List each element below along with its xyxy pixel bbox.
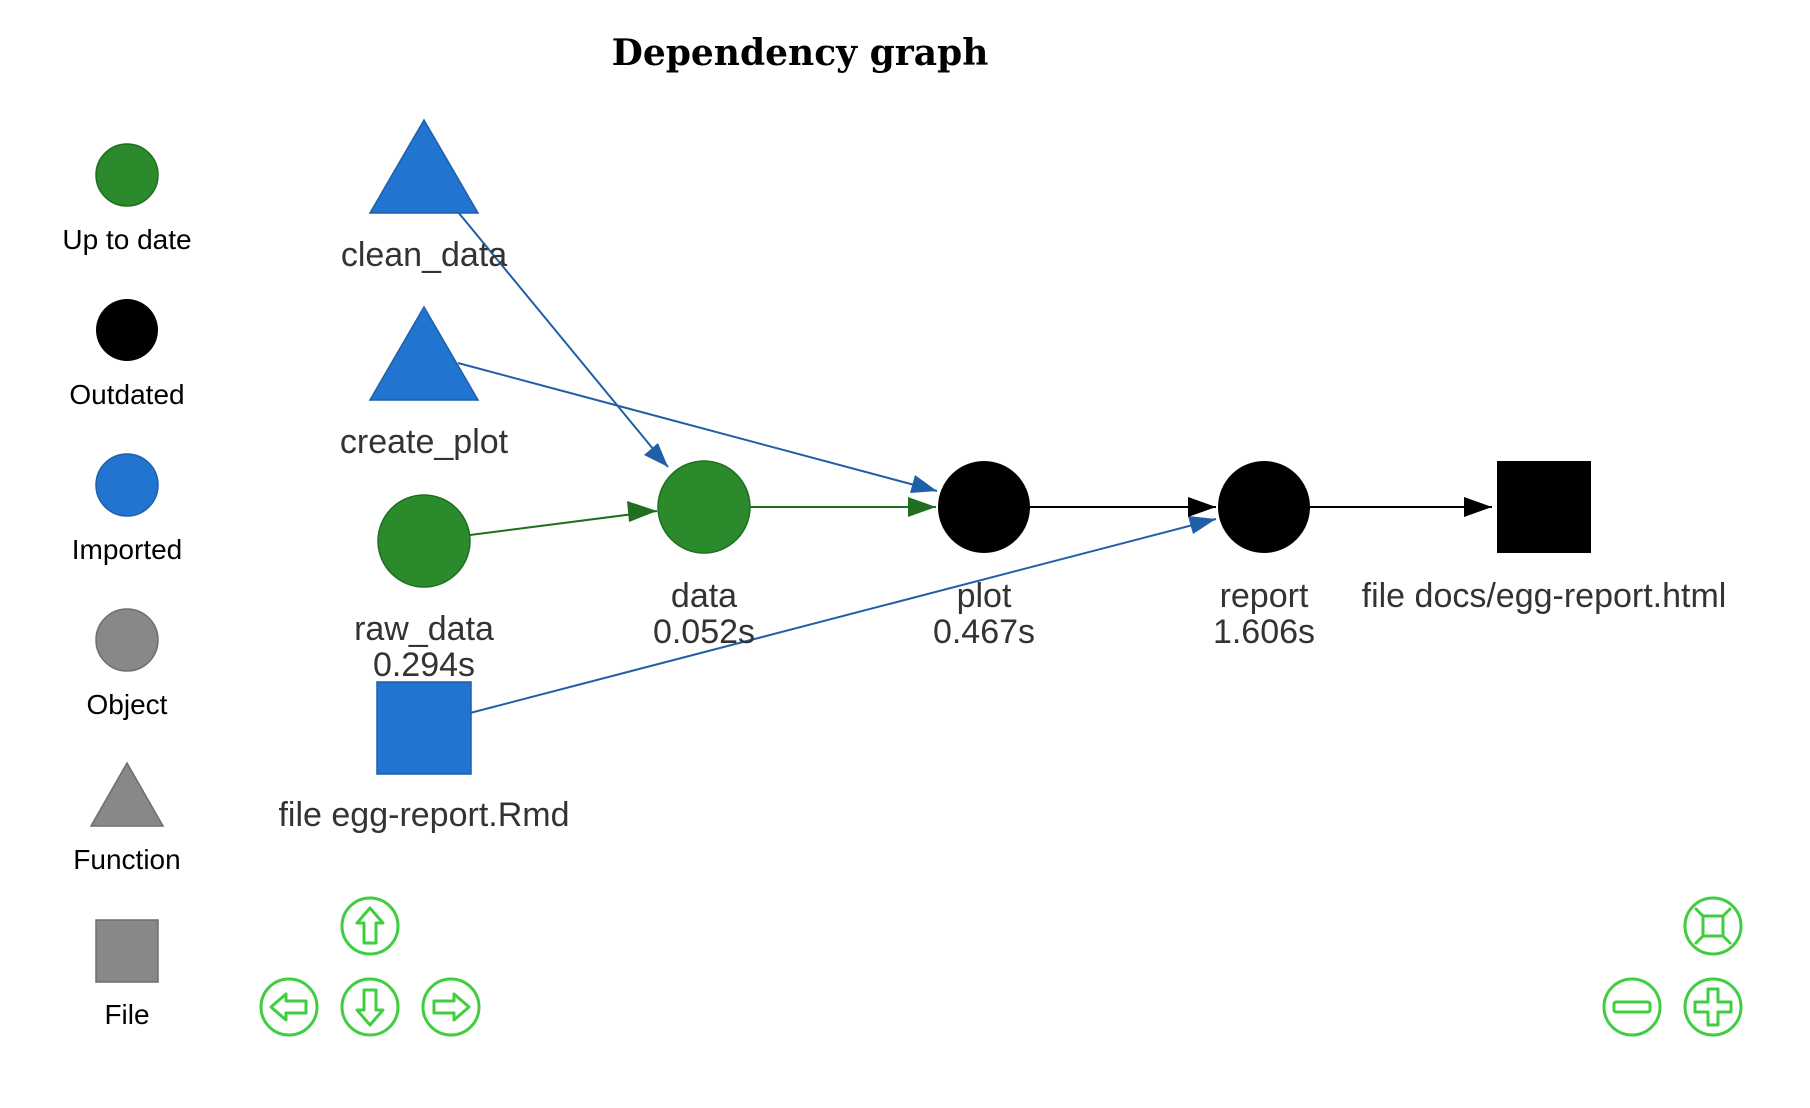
node-label: file egg-report.Rmd <box>278 796 569 834</box>
object-circle[interactable] <box>938 461 1030 553</box>
edge-arrowhead <box>644 443 668 467</box>
node-time: 0.294s <box>373 646 475 684</box>
down-arrow-icon <box>355 988 385 1027</box>
zoom-controls <box>1602 896 1743 1037</box>
page-title: Dependency graph <box>611 32 989 74</box>
file-swatch <box>95 919 159 983</box>
pan-left-button[interactable] <box>259 977 319 1037</box>
legend-label: Outdated <box>69 379 184 410</box>
pan-up-button[interactable] <box>340 896 400 956</box>
imported-swatch <box>95 453 159 517</box>
node-time: 0.052s <box>653 613 755 651</box>
node-label: create_plot <box>340 423 509 461</box>
node-label: data <box>671 577 737 615</box>
edge-create-plot-to-plot <box>457 362 938 492</box>
node-label: report <box>1220 577 1309 615</box>
edge-arrowhead <box>908 497 936 517</box>
legend-item-outdated: Outdated <box>69 299 185 410</box>
edge-rmd-to-report <box>469 518 1217 714</box>
edge-arrowhead <box>627 501 657 522</box>
up-arrow-icon <box>355 906 385 945</box>
legend: Up to date Outdated Imported Object Func… <box>62 143 192 1030</box>
edges <box>457 211 1492 714</box>
zoom-in-icon <box>1693 987 1733 1027</box>
object-circle[interactable] <box>377 494 471 588</box>
nodes: clean_data create_plot raw_data 0.294s f… <box>278 118 1727 834</box>
legend-label: Up to date <box>62 224 191 255</box>
node-clean-data[interactable]: clean_data <box>341 118 507 274</box>
legend-item-imported: Imported <box>72 453 183 565</box>
node-plot[interactable]: plot 0.467s <box>933 461 1035 651</box>
file-square[interactable] <box>1497 461 1591 553</box>
edge-arrowhead <box>1188 516 1216 534</box>
outdated-swatch <box>96 299 158 361</box>
edge-arrowhead <box>910 475 937 493</box>
up-to-date-swatch <box>95 143 159 207</box>
legend-item-file: File <box>95 919 159 1030</box>
legend-item-function: Function <box>73 761 181 875</box>
node-egg-report-rmd[interactable]: file egg-report.Rmd <box>278 681 570 834</box>
navigation-controls <box>259 896 481 1037</box>
zoom-in-button[interactable] <box>1683 977 1743 1037</box>
left-arrow-icon <box>269 992 308 1022</box>
edge-raw-data-to-data <box>469 510 658 536</box>
object-swatch <box>95 608 159 672</box>
object-circle[interactable] <box>657 460 751 554</box>
legend-item-object: Object <box>87 608 168 720</box>
legend-label: Imported <box>72 534 183 565</box>
pan-down-button[interactable] <box>340 977 400 1037</box>
function-swatch <box>89 761 165 827</box>
node-data[interactable]: data 0.052s <box>653 460 755 651</box>
object-circle[interactable] <box>1218 461 1310 553</box>
node-report[interactable]: report 1.606s <box>1213 461 1315 651</box>
function-triangle[interactable] <box>368 118 480 214</box>
legend-label: Function <box>73 844 180 875</box>
legend-label: Object <box>87 689 168 720</box>
node-label: raw_data <box>354 610 494 648</box>
legend-label: File <box>104 999 149 1030</box>
zoom-fit-icon <box>1694 907 1732 945</box>
right-arrow-icon <box>432 992 471 1022</box>
legend-item-up-to-date: Up to date <box>62 143 192 255</box>
pan-right-button[interactable] <box>421 977 481 1037</box>
node-time: 1.606s <box>1213 613 1315 651</box>
node-label: plot <box>957 577 1012 615</box>
zoom-fit-button[interactable] <box>1683 896 1743 956</box>
node-raw-data[interactable]: raw_data 0.294s <box>354 494 494 684</box>
edge-clean-data-to-data <box>457 211 669 468</box>
file-square[interactable] <box>376 681 472 775</box>
edge-arrowhead <box>1464 497 1492 517</box>
node-time: 0.467s <box>933 613 1035 651</box>
edge-arrowhead <box>1188 497 1216 517</box>
node-label: file docs/egg-report.html <box>1362 577 1727 615</box>
node-egg-report-html[interactable]: file docs/egg-report.html <box>1362 461 1727 615</box>
node-create-plot[interactable]: create_plot <box>340 305 509 461</box>
node-label: clean_data <box>341 236 507 274</box>
zoom-out-icon <box>1612 1000 1652 1014</box>
zoom-out-button[interactable] <box>1602 977 1662 1037</box>
function-triangle[interactable] <box>368 305 480 401</box>
